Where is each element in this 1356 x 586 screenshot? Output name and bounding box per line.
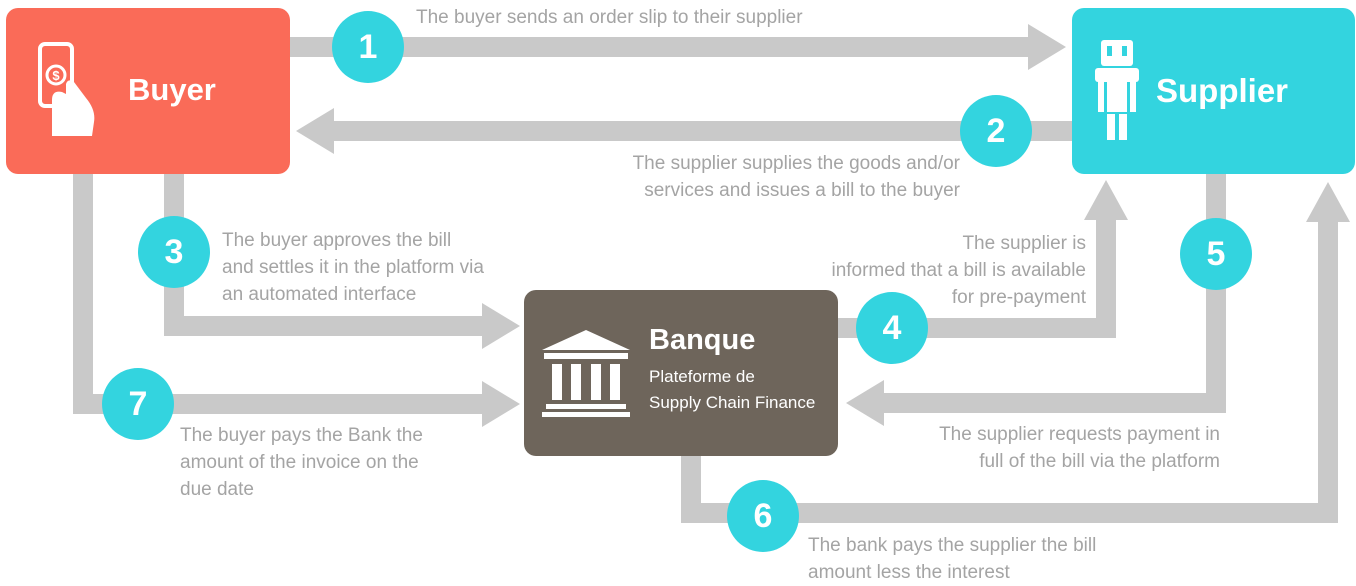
step-5-badge: 5 — [1180, 218, 1252, 290]
supplier-box: Supplier — [1072, 8, 1355, 174]
step-2-badge: 2 — [960, 95, 1032, 167]
step-3-badge: 3 — [138, 216, 210, 288]
step-7-badge: 7 — [102, 368, 174, 440]
bank-subtitle-line-1: Plateforme de — [649, 367, 755, 386]
step-2-label: The supplier supplies the goods and/or s… — [632, 153, 960, 201]
bank-title: Banque — [649, 324, 756, 356]
svg-text:$: $ — [52, 68, 60, 83]
step-7-label: The buyer pays the Bank the amount of th… — [180, 425, 423, 500]
buyer-title: Buyer — [128, 72, 216, 107]
bank-building-icon — [542, 330, 630, 417]
step-5-label: The supplier requests payment in full of… — [939, 424, 1220, 472]
hand-holding-money-icon: $ — [38, 42, 95, 136]
step-6-label: The bank pays the supplier the bill amou… — [808, 535, 1097, 583]
arrow-2 — [296, 108, 1072, 154]
step-6-badge: 6 — [727, 480, 799, 552]
bank-subtitle-line-2: Supply Chain Finance — [649, 393, 816, 412]
supplier-title: Supplier — [1156, 72, 1289, 109]
step-1-label: The buyer sends an order slip to their s… — [416, 7, 803, 28]
arrow-3 — [164, 174, 520, 349]
step-4-badge: 4 — [856, 292, 928, 364]
step-3-label: The buyer approves the bill and settles … — [222, 230, 484, 305]
arrow-5 — [846, 174, 1226, 426]
step-1-badge: 1 — [332, 11, 404, 83]
step-4-label: The supplier is informed that a bill is … — [831, 233, 1086, 308]
worker-icon — [1095, 40, 1139, 140]
buyer-box: $ Buyer — [6, 8, 290, 174]
bank-box: Banque Plateforme de Supply Chain Financ… — [524, 290, 838, 456]
arrow-1 — [290, 24, 1066, 70]
